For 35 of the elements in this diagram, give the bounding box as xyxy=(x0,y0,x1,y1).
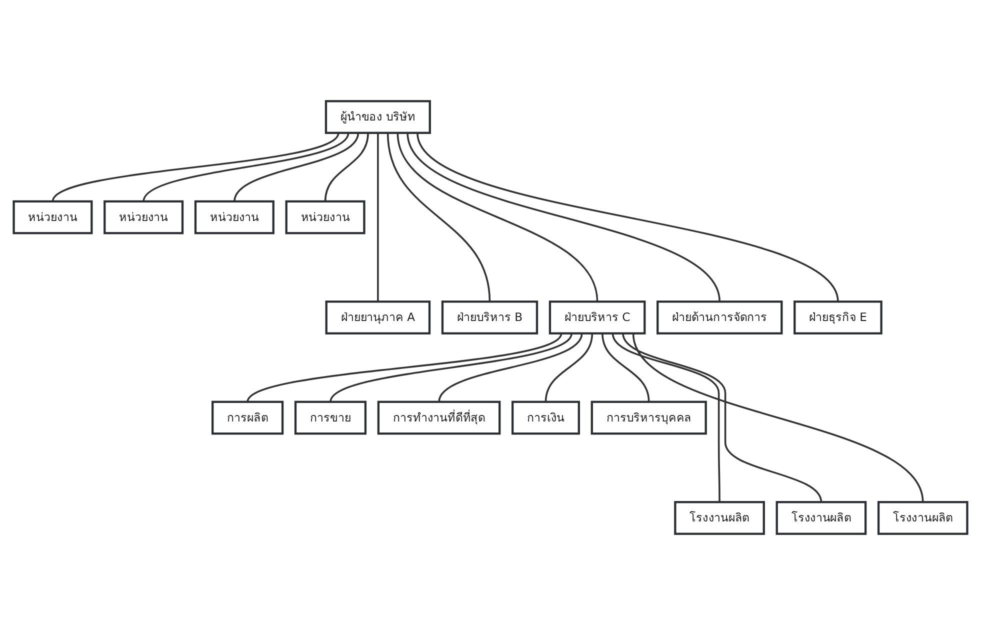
connector-line xyxy=(438,333,583,402)
org-unit-box: ฝ่ายบริหาร B xyxy=(441,300,538,334)
org-unit-box: หน่วยงาน xyxy=(104,200,184,234)
connector-line xyxy=(324,132,369,202)
connector-line xyxy=(396,132,598,302)
org-unit-box: การขาย xyxy=(294,400,367,435)
connector-line xyxy=(544,333,594,402)
org-unit-box: โรงงานผลิต xyxy=(776,501,867,535)
connector-line xyxy=(246,332,562,402)
org-unit-box: การทำงานที่ดีที่สุด xyxy=(377,400,501,435)
connector-line xyxy=(386,132,491,302)
org-unit-box: โรงงานผลิต xyxy=(877,501,968,535)
connector-line xyxy=(142,132,350,202)
org-unit-box: ผู้นำของ บริษัท xyxy=(324,100,431,134)
org-unit-box: การผลิต xyxy=(212,400,284,435)
org-unit-box: ฝ่ายยานุภาค A xyxy=(325,300,431,334)
connector-line xyxy=(234,132,360,202)
org-unit-box: ฝ่ายบริหาร C xyxy=(548,300,646,334)
org-unit-box: โรงงานผลิต xyxy=(674,501,765,535)
org-unit-box: การเงิน xyxy=(511,400,580,435)
connector-line xyxy=(52,132,340,202)
connector-line xyxy=(416,132,839,302)
org-unit-box: หน่วยงาน xyxy=(194,200,274,234)
connector-line xyxy=(622,333,822,502)
connector-line xyxy=(632,333,924,502)
connector-line xyxy=(406,132,720,302)
org-unit-box: หน่วยงาน xyxy=(12,200,93,234)
org-unit-box: ฝ่ายด้านการจัดการ xyxy=(656,300,783,334)
connector-line xyxy=(612,333,720,502)
org-unit-box: ฝ่ายธุรกิจ E xyxy=(794,300,882,334)
connector-line xyxy=(330,332,572,402)
connector-line xyxy=(602,333,650,402)
connector-line xyxy=(377,132,379,302)
org-unit-box: หน่วยงาน xyxy=(285,200,366,234)
org-unit-box: การบริหารบุคคล xyxy=(590,400,707,435)
